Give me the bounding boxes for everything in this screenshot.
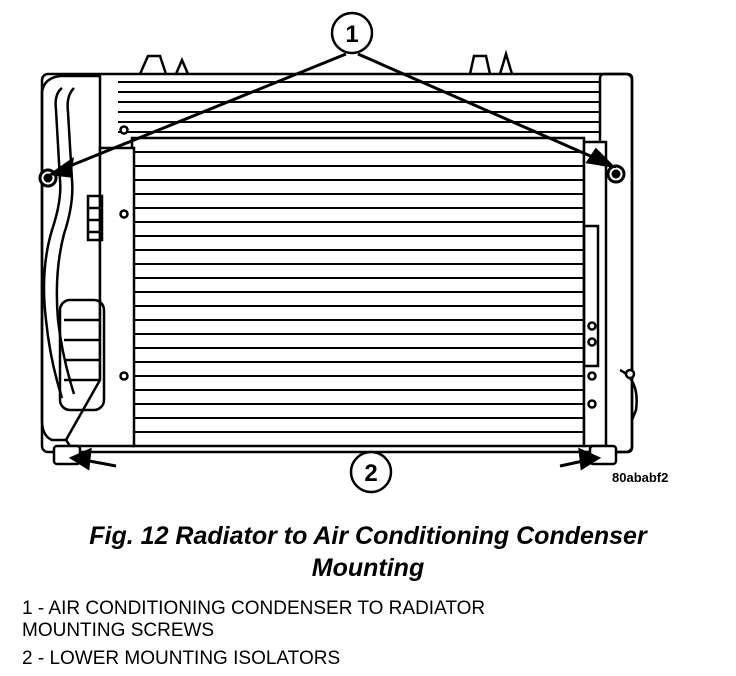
legend: 1 - AIR CONDITIONING CONDENSER TO RADIAT… <box>22 598 485 676</box>
image-code: 80ababf2 <box>612 470 668 485</box>
callout-2: 2 <box>349 450 393 494</box>
radiator-fins <box>118 81 600 133</box>
legend-item-line: 1 - AIR CONDITIONING CONDENSER TO RADIAT… <box>22 598 486 619</box>
callout-2-label: 2 <box>364 460 377 487</box>
legend-item: 1 - AIR CONDITIONING CONDENSER TO RADIAT… <box>22 598 485 642</box>
legend-item: 2 - LOWER MOUNTING ISOLATORS <box>22 648 485 670</box>
condenser-core <box>130 136 586 448</box>
legend-item-line: 2 - LOWER MOUNTING ISOLATORS <box>22 648 341 669</box>
condenser-left-bracket <box>64 125 136 448</box>
radiator-condenser-diagram: 1 2 80ababf2 <box>38 11 668 494</box>
mounting-screw-right <box>606 164 626 184</box>
caption-line-1: Fig. 12 Radiator to Air Conditioning Con… <box>89 522 647 550</box>
legend-item-line: MOUNTING SCREWS <box>22 620 215 641</box>
callout-1-leaders <box>47 52 617 178</box>
figure-caption: Fig. 12 Radiator to Air Conditioning Con… <box>0 520 736 584</box>
callout-1-label: 1 <box>345 21 358 48</box>
caption-line-2: Mounting <box>311 554 425 582</box>
callout-2-leaders <box>68 447 602 471</box>
condenser-right-bracket <box>582 140 636 448</box>
condenser-tube <box>42 87 106 412</box>
callout-1: 1 <box>330 11 374 55</box>
